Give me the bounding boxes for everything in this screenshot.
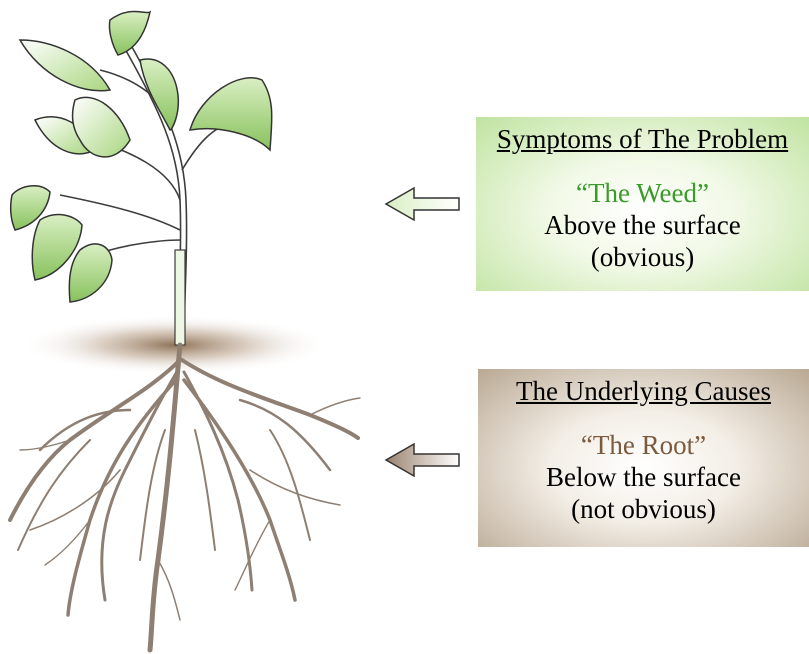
- causes-callout: The Underlying Causes “The Root” Below t…: [478, 369, 809, 547]
- symptoms-heading: Symptoms of The Problem: [476, 123, 809, 155]
- causes-line-1: Below the surface: [478, 461, 809, 493]
- left-arrow-icon: [384, 442, 462, 478]
- left-arrow-icon: [384, 186, 462, 222]
- causes-line-2: (not obvious): [478, 493, 809, 525]
- symptoms-callout: Symptoms of The Problem “The Weed” Above…: [476, 117, 809, 291]
- symptoms-line-2: (obvious): [476, 241, 809, 273]
- plant-leaves: [11, 11, 272, 302]
- weed-quote: “The Weed”: [476, 177, 809, 209]
- root-quote: “The Root”: [478, 429, 809, 461]
- plant-roots: [10, 345, 360, 650]
- plant-illustration: [0, 0, 420, 654]
- stem-base: [175, 250, 185, 345]
- causes-heading: The Underlying Causes: [478, 375, 809, 407]
- symptoms-line-1: Above the surface: [476, 209, 809, 241]
